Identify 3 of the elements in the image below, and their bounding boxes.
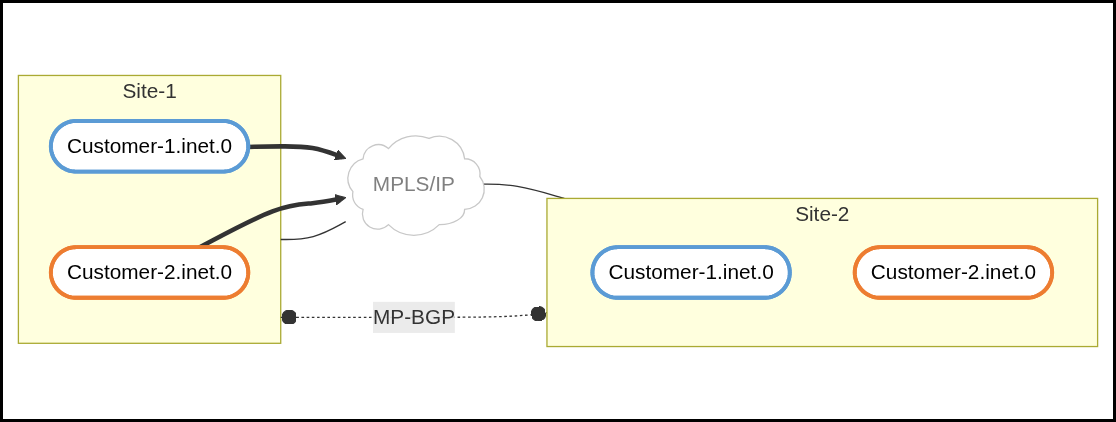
arrow [248, 144, 347, 161]
edge-label: MP-BGP [373, 305, 456, 328]
connector [280, 220, 347, 241]
